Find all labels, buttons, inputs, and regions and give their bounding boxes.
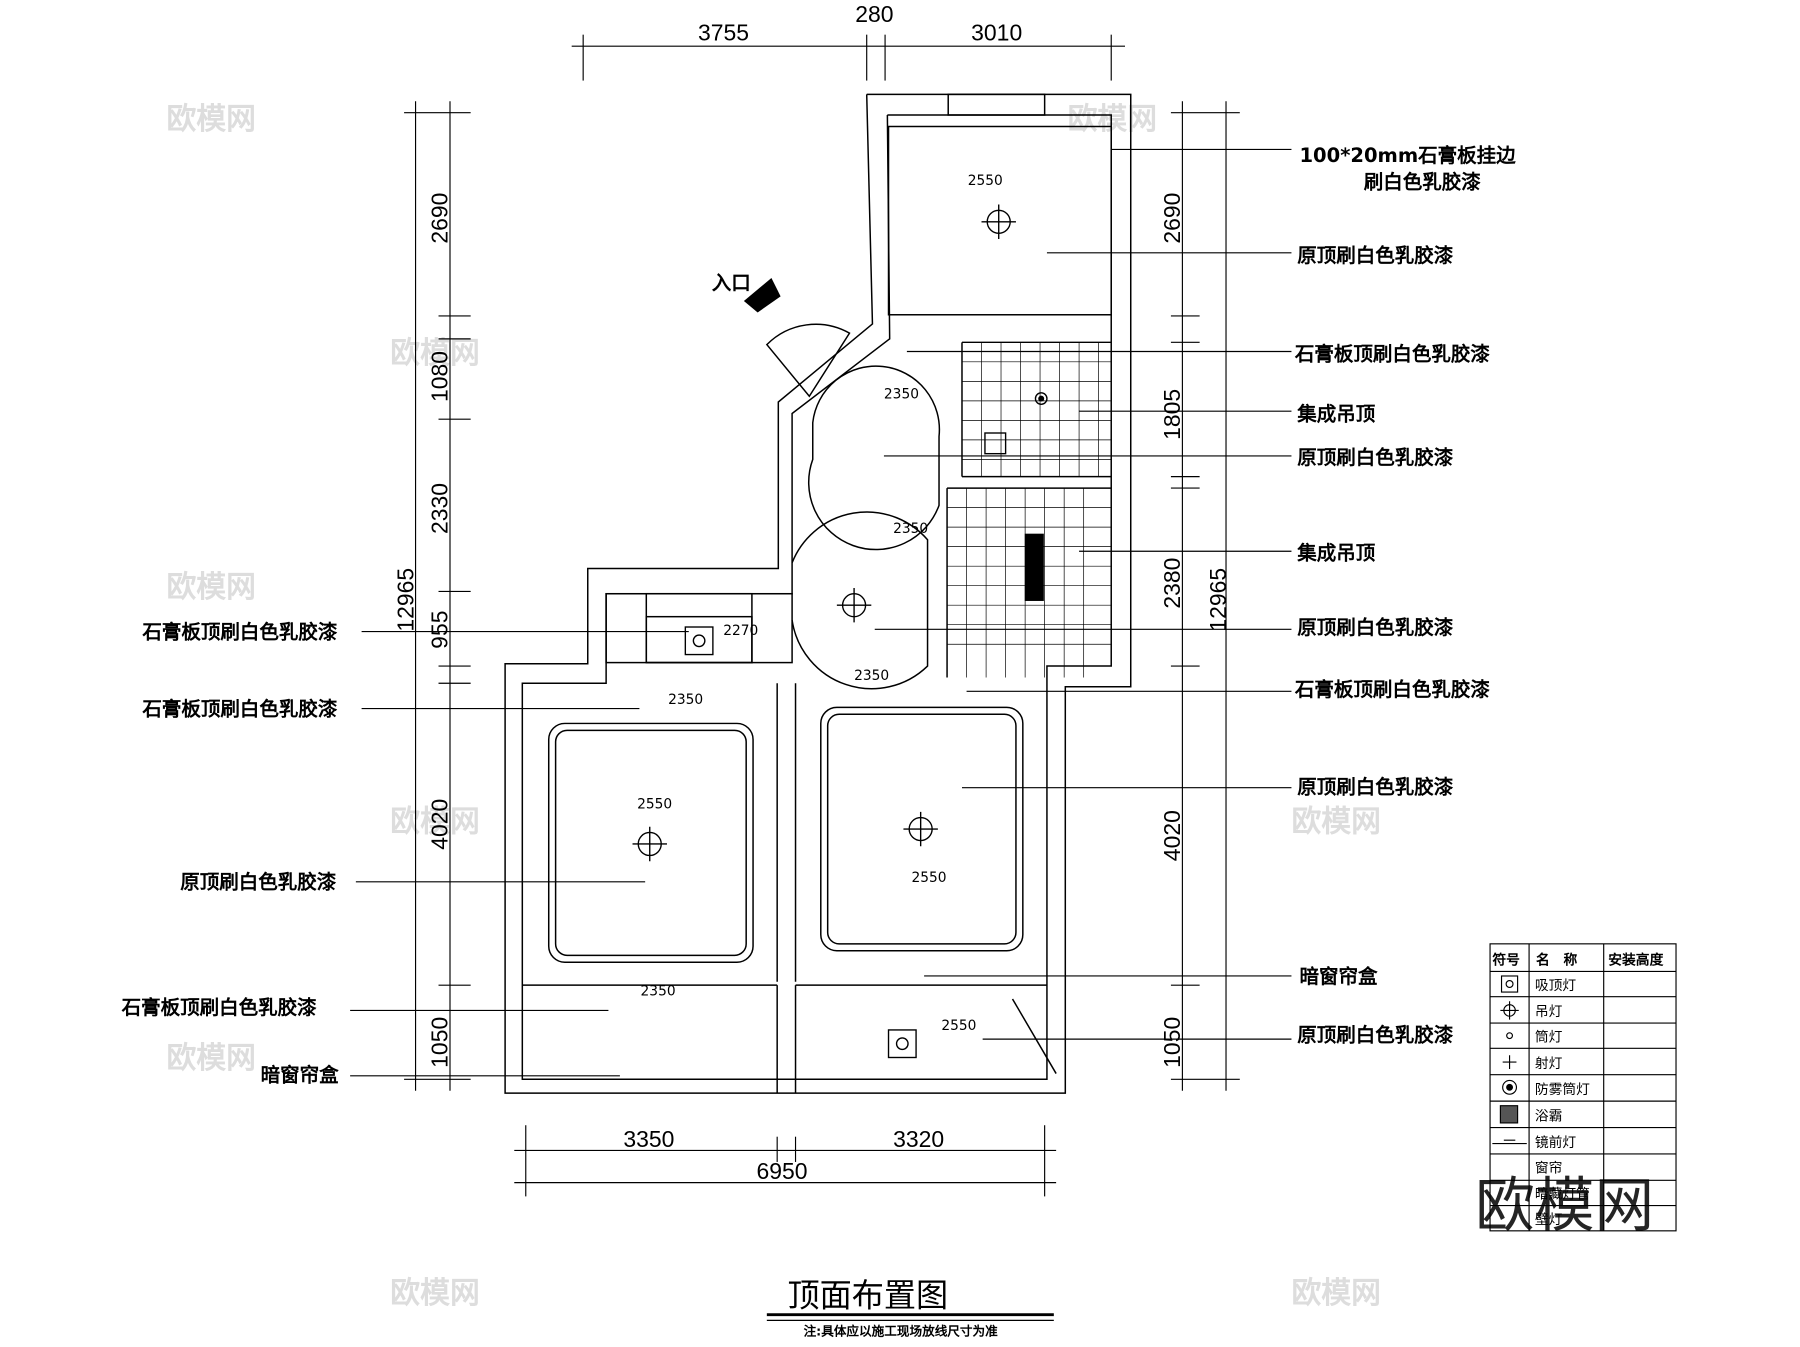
svg-text:2350: 2350	[668, 692, 703, 708]
svg-text:955: 955	[427, 611, 453, 649]
svg-text:原顶刷白色乳胶漆: 原顶刷白色乳胶漆	[1297, 244, 1454, 267]
svg-text:2330: 2330	[427, 483, 453, 534]
svg-text:12965: 12965	[1205, 568, 1231, 632]
light-symbols	[632, 204, 1048, 1059]
svg-text:2270: 2270	[723, 623, 758, 639]
svg-text:4020: 4020	[427, 799, 453, 850]
svg-text:集成吊顶: 集成吊顶	[1296, 402, 1376, 425]
right-labels: 100*20mm石膏板挂边 刷白色乳胶漆 原顶刷白色乳胶漆 石膏板顶刷白色乳胶漆…	[1294, 144, 1516, 1046]
svg-text:2350: 2350	[854, 668, 889, 684]
svg-text:2550: 2550	[968, 173, 1003, 189]
svg-text:原顶刷白色乳胶漆: 原顶刷白色乳胶漆	[1297, 1023, 1454, 1046]
svg-text:2550: 2550	[941, 1018, 976, 1034]
svg-text:暗藏灯管: 暗藏灯管	[1535, 1187, 1590, 1203]
svg-text:2350: 2350	[641, 984, 676, 1000]
entrance-marker: 入口	[712, 272, 781, 313]
svg-text:石膏板顶刷白色乳胶漆: 石膏板顶刷白色乳胶漆	[1294, 678, 1491, 701]
svg-text:欧模网: 欧模网	[390, 1276, 479, 1311]
dim-top-3: 3010	[971, 19, 1022, 45]
svg-text:欧模网: 欧模网	[166, 1041, 255, 1076]
svg-text:浴霸: 浴霸	[1535, 1109, 1563, 1125]
svg-text:壁灯: 壁灯	[1535, 1212, 1563, 1228]
svg-text:集成吊顶: 集成吊顶	[1296, 541, 1376, 564]
svg-text:镜前灯: 镜前灯	[1535, 1134, 1577, 1151]
right-dimensions	[1170, 101, 1240, 1091]
svg-text:石膏板顶刷白色乳胶漆: 石膏板顶刷白色乳胶漆	[1294, 343, 1491, 366]
dim-top-2: 280	[855, 1, 893, 27]
bottom-dimensions	[514, 1125, 1057, 1197]
svg-text:2690: 2690	[427, 193, 453, 244]
svg-text:2690: 2690	[1159, 193, 1185, 244]
svg-text:原顶刷白色乳胶漆: 原顶刷白色乳胶漆	[1297, 616, 1454, 639]
svg-text:吸顶灯: 吸顶灯	[1535, 978, 1577, 994]
top-dimensions	[571, 34, 1125, 81]
svg-text:吊灯: 吊灯	[1535, 1004, 1563, 1020]
left-dimensions	[404, 101, 471, 1091]
tile-grid	[947, 342, 1112, 678]
right-dim-labels: 2690 1805 2380 4020 1050 12965	[1159, 193, 1231, 1068]
svg-text:2380: 2380	[1159, 558, 1185, 609]
watermark-logo: 欧模网	[1475, 1172, 1654, 1241]
svg-text:注:具体应以施工现场放线尺寸为准: 注:具体应以施工现场放线尺寸为准	[804, 1323, 999, 1338]
left-leaders	[350, 631, 689, 1077]
svg-text:名 称: 名 称	[1536, 952, 1578, 969]
svg-text:1050: 1050	[427, 1017, 453, 1068]
svg-text:欧模网: 欧模网	[166, 102, 255, 137]
svg-text:原顶刷白色乳胶漆: 原顶刷白色乳胶漆	[180, 871, 337, 894]
svg-text:欧模网: 欧模网	[1291, 804, 1380, 839]
svg-text:窗帘: 窗帘	[1535, 1159, 1563, 1176]
svg-text:符号: 符号	[1491, 952, 1520, 969]
svg-text:1080: 1080	[427, 351, 453, 402]
svg-text:4020: 4020	[1159, 810, 1185, 861]
height-marks: 2550 2350 2350 2270 2350 2350 2550 2550 …	[637, 173, 1003, 1034]
svg-text:暗窗帘盒: 暗窗帘盒	[1299, 965, 1378, 988]
svg-text:顶面布置图: 顶面布置图	[788, 1277, 949, 1315]
svg-text:100*20mm石膏板挂边: 100*20mm石膏板挂边	[1299, 144, 1516, 167]
svg-text:2350: 2350	[884, 387, 919, 403]
svg-text:2550: 2550	[637, 796, 672, 812]
watermarks: 欧模网 欧模网 欧模网 欧模网 欧模网 欧模网 欧模网 欧模网 欧模网	[166, 102, 1380, 1311]
svg-text:欧模网: 欧模网	[166, 570, 255, 605]
svg-text:防雾筒灯: 防雾筒灯	[1535, 1081, 1590, 1098]
drawing-title: 顶面布置图 注:具体应以施工现场放线尺寸为准	[766, 1277, 1054, 1338]
svg-text:12965: 12965	[392, 568, 418, 632]
dim-bottom-1: 3350	[623, 1126, 674, 1152]
svg-text:原顶刷白色乳胶漆: 原顶刷白色乳胶漆	[1297, 775, 1454, 798]
svg-text:石膏板顶刷白色乳胶漆: 石膏板顶刷白色乳胶漆	[141, 697, 338, 720]
svg-text:石膏板顶刷白色乳胶漆: 石膏板顶刷白色乳胶漆	[141, 620, 338, 643]
right-leaders	[874, 148, 1292, 1040]
svg-text:刷白色乳胶漆: 刷白色乳胶漆	[1364, 170, 1482, 193]
svg-text:2550: 2550	[911, 870, 946, 886]
walls	[504, 93, 1132, 1094]
svg-text:暗窗帘盒: 暗窗帘盒	[261, 1064, 340, 1087]
svg-text:入口: 入口	[712, 272, 751, 295]
svg-text:1050: 1050	[1159, 1017, 1185, 1068]
left-labels: 石膏板顶刷白色乳胶漆 石膏板顶刷白色乳胶漆 原顶刷白色乳胶漆 石膏板顶刷白色乳胶…	[121, 620, 339, 1086]
dim-top-1: 3755	[698, 19, 749, 45]
svg-text:1805: 1805	[1159, 389, 1185, 440]
svg-text:欧模网: 欧模网	[1291, 1276, 1380, 1311]
legend-table: 符号 名 称 安装高度 吸顶灯 吊灯 筒灯 射灯 防雾筒灯 浴霸 镜前灯 窗帘 …	[1475, 943, 1677, 1241]
svg-text:射灯: 射灯	[1535, 1056, 1563, 1072]
svg-text:欧模网: 欧模网	[1068, 102, 1157, 137]
svg-text:欧模网: 欧模网	[390, 804, 479, 839]
dim-bottom-total: 6950	[757, 1158, 808, 1184]
svg-text:2350: 2350	[893, 521, 928, 537]
svg-text:石膏板顶刷白色乳胶漆: 石膏板顶刷白色乳胶漆	[121, 996, 318, 1019]
svg-text:安装高度: 安装高度	[1608, 952, 1663, 969]
left-dim-labels: 2690 1080 2330 955 4020 1050 12965	[392, 193, 452, 1068]
dim-bottom-2: 3320	[893, 1126, 944, 1152]
svg-text:原顶刷白色乳胶漆: 原顶刷白色乳胶漆	[1297, 446, 1454, 469]
svg-text:欧模网: 欧模网	[390, 336, 479, 371]
svg-text:筒灯: 筒灯	[1535, 1028, 1563, 1045]
